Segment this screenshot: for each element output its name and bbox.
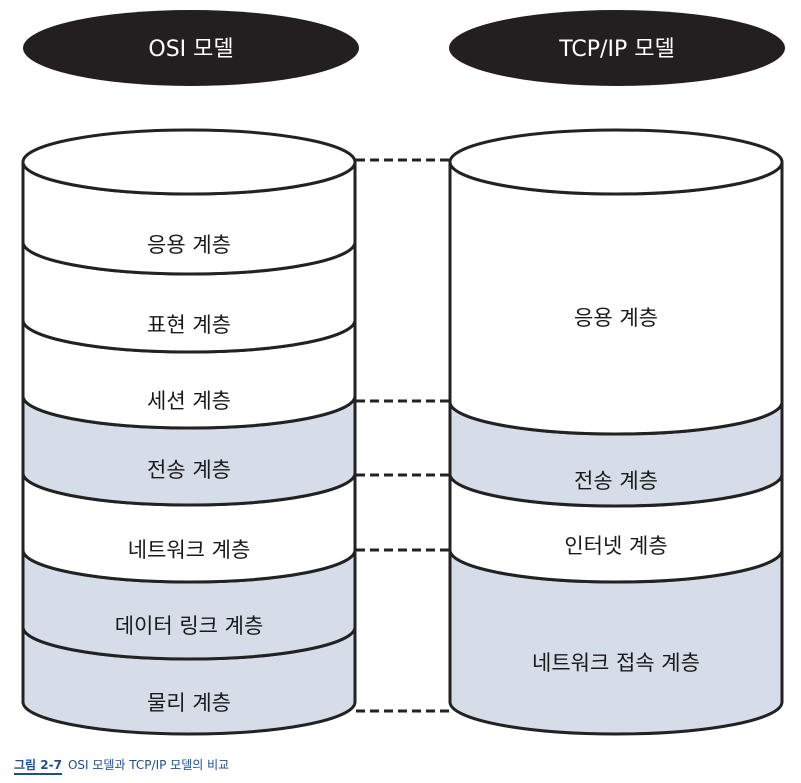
figure-number: 그림 2-7 (14, 758, 62, 775)
osi-layer-label: 세션 계층 (147, 389, 231, 413)
layer-connectors (356, 158, 450, 713)
figure-caption: 그림 2-7 OSI 모델과 TCP/IP 모델의 비교 (14, 756, 230, 775)
osi-layer-label: 표현 계층 (147, 313, 231, 337)
figure-caption-text: OSI 모델과 TCP/IP 모델의 비교 (67, 758, 230, 772)
tcpip-title-pill: TCP/IP 모델 (449, 10, 785, 86)
tcpip-layer-label: 인터넷 계층 (564, 534, 667, 558)
osi-layer-label: 전송 계층 (147, 458, 231, 482)
tcpip-layer-body (448, 161, 784, 436)
osi-layer-label: 응용 계층 (147, 233, 231, 257)
osi-layer-label: 네트워크 계층 (128, 538, 251, 562)
osi-top-cap (21, 128, 357, 196)
osi-layer-label: 데이터 링크 계층 (115, 614, 264, 638)
tcpip-layer-label: 전송 계층 (574, 469, 658, 493)
osi-title-pill: OSI 모델 (23, 10, 359, 86)
tcpip-top-cap (448, 128, 784, 196)
osi-title: OSI 모델 (148, 37, 233, 62)
tcpip-layer-label: 응용 계층 (574, 306, 658, 330)
tcpip-title: TCP/IP 모델 (558, 37, 674, 62)
tcpip-layer-label: 네트워크 접속 계층 (532, 651, 700, 675)
osi-layer-label: 물리 계층 (147, 691, 231, 715)
